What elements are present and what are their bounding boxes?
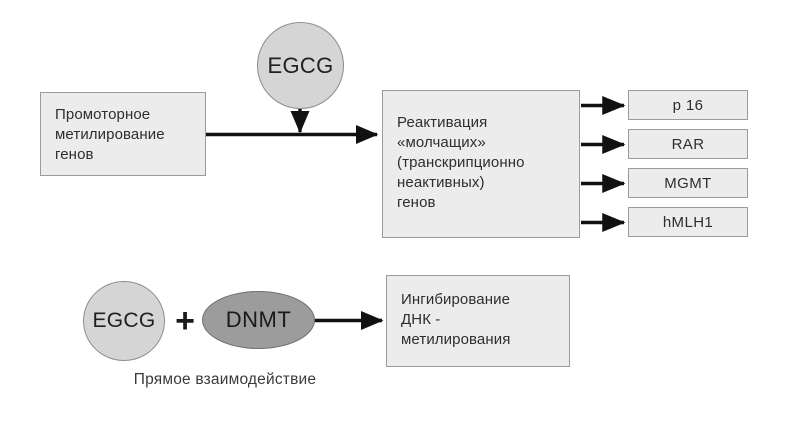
egcg-circle-bottom-label: EGCG	[92, 309, 156, 332]
gene-box-hmlh1-label: hMLH1	[662, 213, 714, 231]
dnmt-ellipse-label: DNMT	[225, 307, 292, 332]
gene-reactivation-label: Реактивация «молчащих» (транскрипционно …	[397, 114, 525, 212]
gene-box-hmlh1[interactable]: hMLH1	[628, 207, 748, 237]
direct-interaction-caption: Прямое взаимодействие	[75, 372, 375, 388]
direct-interaction-caption-label: Прямое взаимодействие	[133, 371, 317, 388]
promoter-methylation-label: Промоторное метилирование генов	[55, 106, 165, 164]
gene-box-p16-label: p 16	[672, 96, 704, 114]
dnmt-ellipse[interactable]: DNMT	[202, 291, 315, 349]
gene-reactivation-box[interactable]: Реактивация «молчащих» (транскрипционно …	[382, 90, 580, 238]
dna-methylation-inhibition-label: Ингибирование ДНК - метилирования	[401, 291, 511, 349]
promoter-methylation-box[interactable]: Промоторное метилирование генов	[40, 92, 206, 176]
gene-box-mgmt-label: MGMT	[664, 174, 712, 192]
plus-label: +	[175, 302, 195, 340]
egcg-circle-bottom[interactable]: EGCG	[83, 281, 165, 361]
gene-box-p16[interactable]: p 16	[628, 90, 748, 120]
egcg-circle-top[interactable]: EGCG	[257, 22, 344, 109]
gene-box-rar[interactable]: RAR	[628, 129, 748, 159]
gene-box-rar-label: RAR	[671, 135, 705, 153]
gene-box-mgmt[interactable]: MGMT	[628, 168, 748, 198]
dna-methylation-inhibition-box[interactable]: Ингибирование ДНК - метилирования	[386, 275, 570, 367]
egcg-circle-top-label: EGCG	[267, 52, 334, 78]
plus-icon: +	[169, 303, 201, 339]
